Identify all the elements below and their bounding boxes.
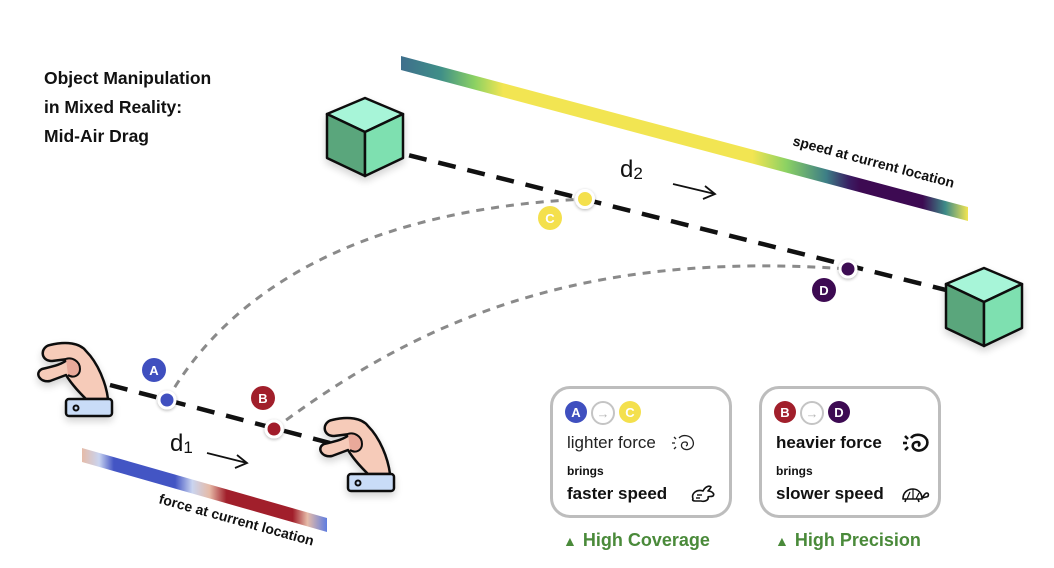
speed-text: slower speed: [776, 484, 884, 503]
d1-label: d1: [170, 430, 193, 457]
outcome-high-coverage: ▲ High Coverage: [563, 530, 710, 551]
outcome-text: High Coverage: [582, 530, 710, 550]
pinching-hand-end: [319, 416, 396, 493]
badge-d: D: [828, 401, 850, 423]
light-pinch-icon: [672, 434, 695, 451]
point-c-marker: [575, 189, 595, 209]
badge-a: A: [565, 401, 587, 423]
svg-text:A: A: [149, 363, 159, 378]
point-b-label: B: [251, 386, 275, 410]
rabbit-icon: [691, 485, 715, 503]
triangle-up-icon: ▲: [563, 533, 577, 549]
outcome-high-precision: ▲ High Precision: [775, 530, 921, 551]
badge-b: B: [774, 401, 796, 423]
connector-text: brings: [776, 464, 813, 478]
trajectory-b-to-d: [273, 264, 849, 431]
connector-text: brings: [567, 464, 604, 478]
d2-direction-arrow: [672, 183, 717, 200]
badge-c: C: [619, 401, 641, 423]
point-a-label: A: [142, 358, 166, 382]
card-a-to-c-badges: A → C: [565, 401, 641, 425]
force-colorbar: [82, 448, 327, 532]
hand-path-d1: [109, 382, 331, 446]
card-a-to-c: A → C lighter force brings faster speed: [550, 386, 732, 518]
speed-text: faster speed: [567, 484, 668, 503]
title-line-1: Object Manipulation: [44, 68, 212, 88]
d2-label: d2: [620, 156, 643, 183]
point-b-marker: [264, 419, 284, 439]
arrow-right-icon: →: [591, 401, 615, 425]
triangle-up-icon: ▲: [775, 533, 789, 549]
card-b-to-d: B → D heavier force brings slower speed: [759, 386, 941, 518]
outcome-text: High Precision: [794, 530, 921, 550]
point-d-label: D: [812, 278, 836, 302]
figure-title: Object Manipulation in Mixed Reality: Mi…: [44, 64, 211, 151]
point-c-label: C: [538, 206, 562, 230]
cube-start: [325, 96, 405, 178]
heavy-pinch-icon: [903, 433, 929, 452]
arrow-right-icon: →: [800, 401, 824, 425]
force-text: lighter force: [567, 433, 656, 452]
point-d-marker: [838, 259, 858, 279]
title-line-3: Mid-Air Drag: [44, 126, 149, 146]
speed-colorbar: [401, 56, 968, 221]
svg-text:D: D: [819, 283, 828, 298]
cube-end: [944, 266, 1024, 348]
d1-direction-arrow: [206, 452, 249, 469]
point-a-marker: [157, 390, 177, 410]
pinching-hand-start: [37, 341, 114, 418]
svg-text:C: C: [545, 211, 555, 226]
turtle-icon: [902, 488, 930, 503]
title-line-2: in Mixed Reality:: [44, 97, 183, 117]
card-b-to-d-badges: B → D: [774, 401, 850, 425]
force-text: heavier force: [776, 433, 882, 452]
svg-text:B: B: [258, 391, 267, 406]
trajectory-a-to-c: [165, 197, 585, 401]
